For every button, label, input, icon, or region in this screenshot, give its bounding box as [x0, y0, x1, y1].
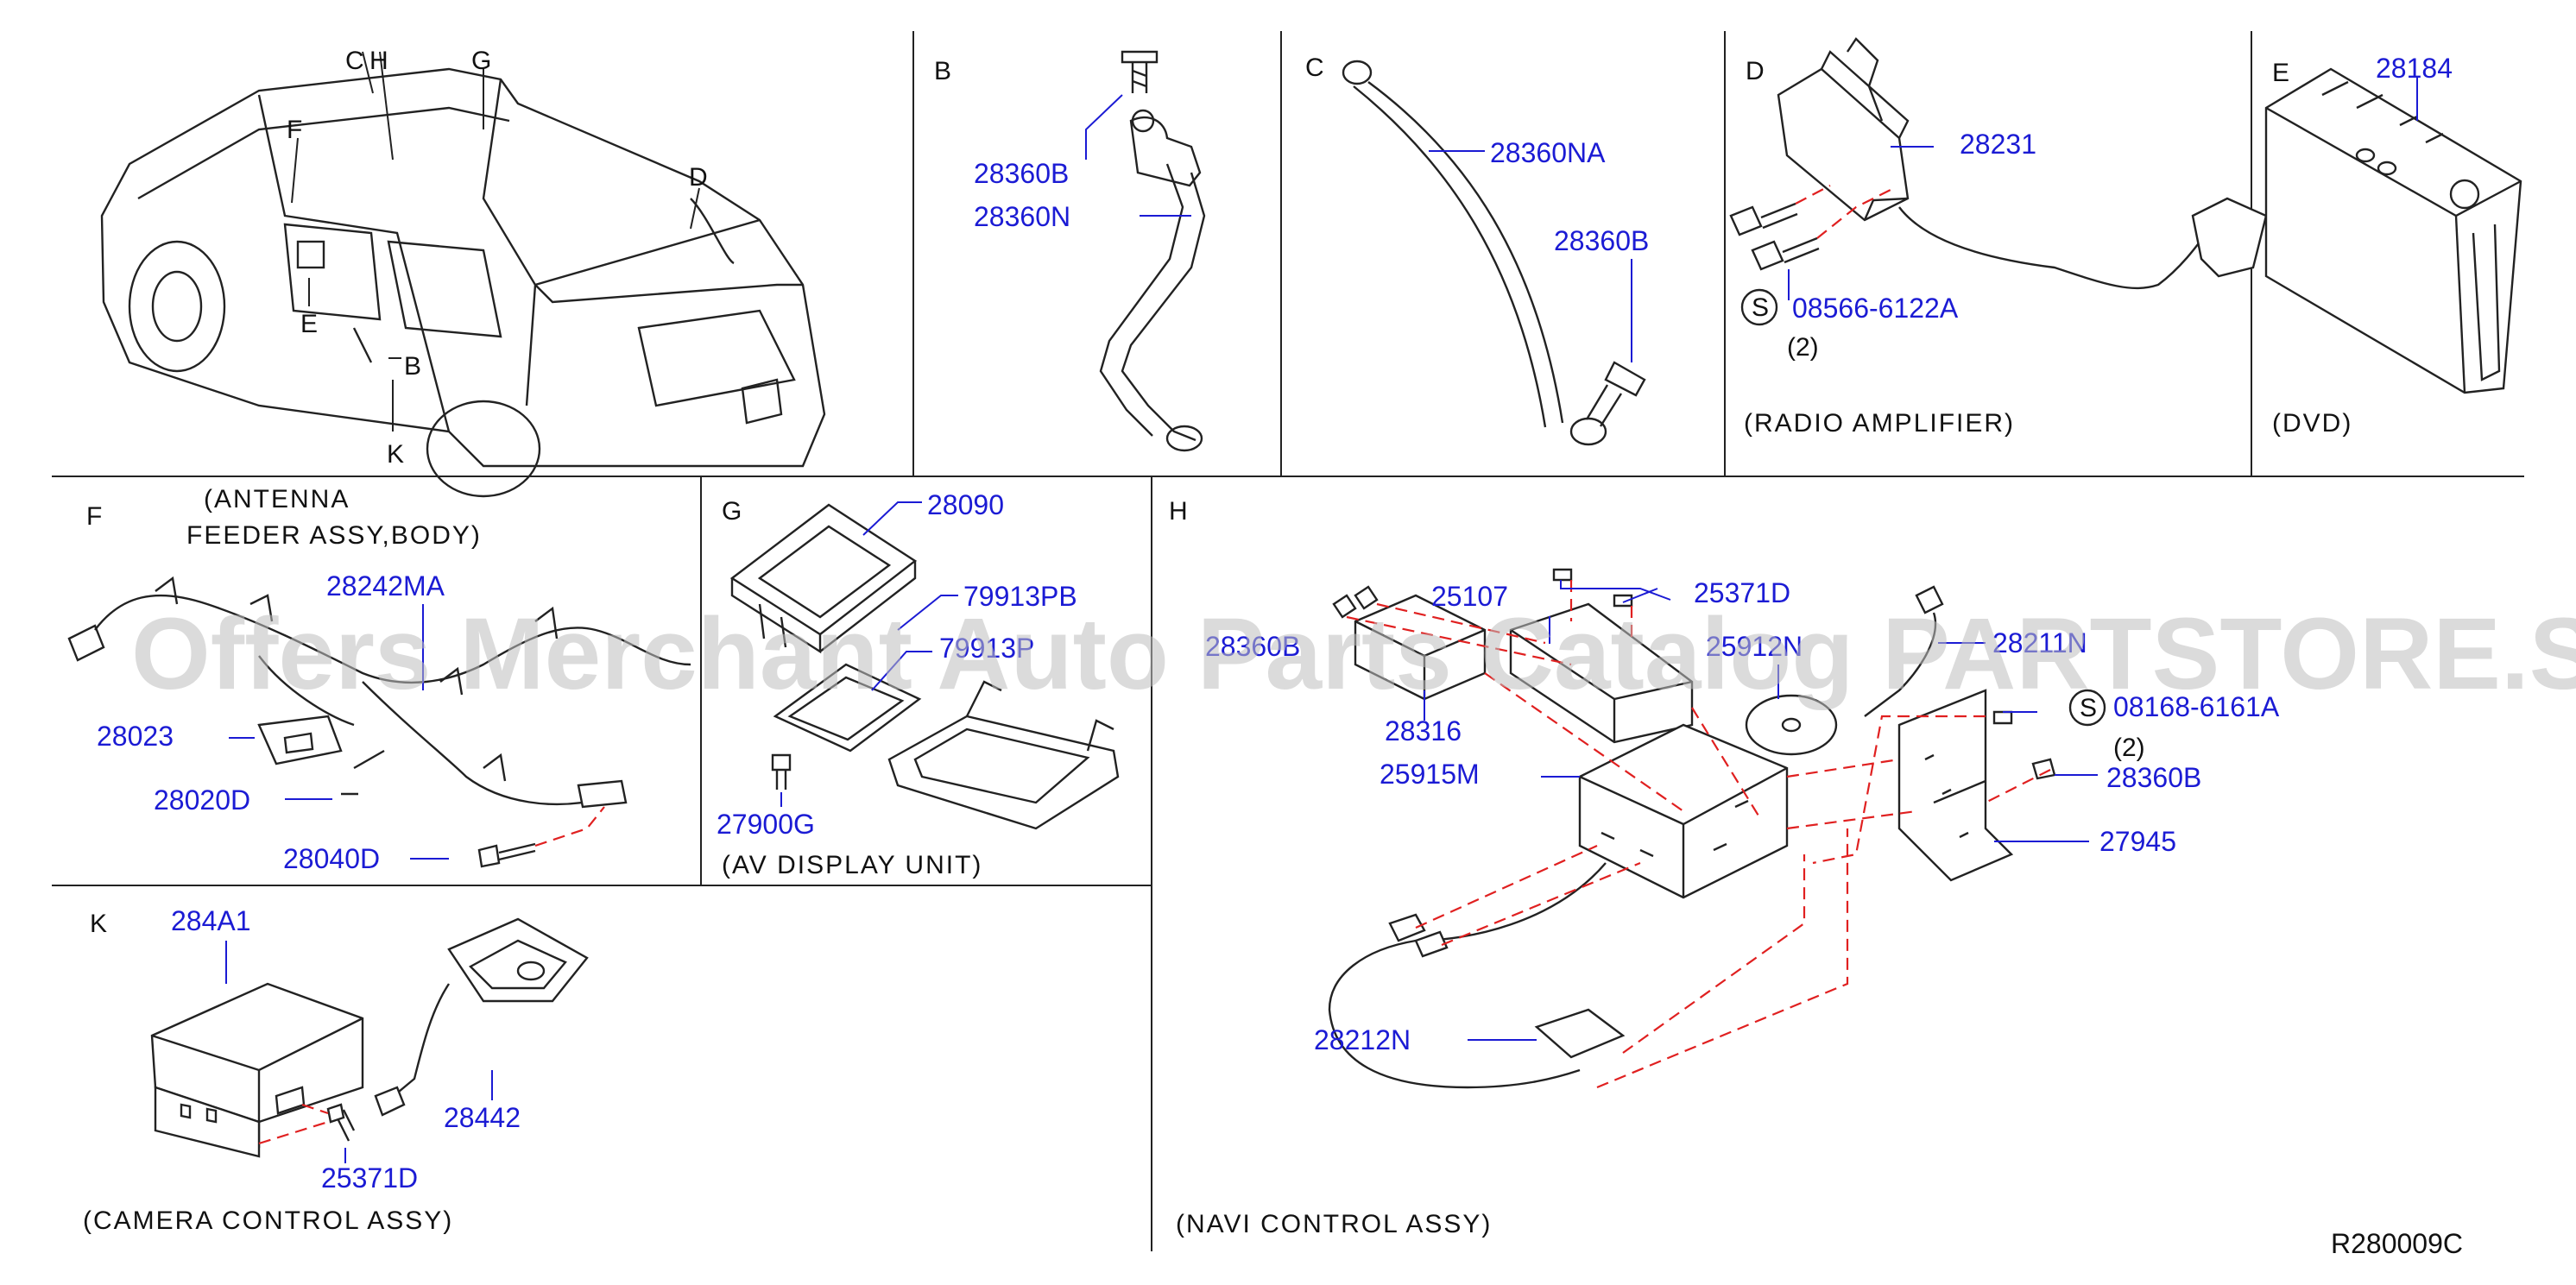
panel-f-caption-line1: (ANTENNA [204, 485, 350, 513]
part-79913pb: 79913PB [963, 581, 1077, 612]
part-28316: 28316 [1385, 715, 1462, 746]
part-28184: 28184 [2376, 53, 2453, 84]
panel-h: H [1169, 497, 2280, 1238]
overview-label-c: C [345, 47, 364, 75]
panel-b-letter: B [934, 57, 951, 85]
panel-g: G 28090 79913PB 79913P 27900G (AV DISPLA… [717, 489, 1120, 879]
panel-h-letter: H [1169, 497, 1188, 526]
panel-d-caption: (RADIO AMPLIFIER) [1744, 409, 2015, 438]
panel-d-symbol: S [1752, 293, 1769, 322]
part-28360n: 28360N [974, 201, 1070, 232]
panel-b: B 28360B 28360N [934, 50, 1206, 452]
part-28020d: 28020D [154, 784, 250, 816]
bolt-icon [1585, 361, 1646, 427]
part-27945: 27945 [2099, 826, 2176, 857]
screw-icon [771, 753, 792, 790]
overview-label-h: H [369, 47, 388, 75]
watermark-text: Offers Merchant Auto Parts Catalog PARTS… [131, 597, 2576, 711]
part-28212n: 28212N [1314, 1024, 1411, 1055]
panel-e-caption: (DVD) [2272, 409, 2352, 438]
overview-label-g: G [471, 47, 491, 75]
part-79913p: 79913P [939, 633, 1034, 664]
panel-g-letter: G [722, 497, 742, 526]
part-28360b-b: 28360B [974, 158, 1069, 189]
overview-label-b: B [404, 352, 421, 381]
panel-f-letter: F [86, 502, 102, 531]
panel-e: E 28184 (DVD) [2264, 53, 2522, 438]
part-25915m: 25915M [1380, 759, 1480, 790]
bolt-icon [1729, 202, 1798, 236]
part-28360b-h1: 28360B [1205, 631, 1300, 662]
part-25371d-k: 25371D [321, 1162, 418, 1194]
part-28040d: 28040D [283, 843, 380, 874]
part-08566-6122a: 08566-6122A [1792, 293, 1959, 324]
panel-h-caption: (NAVI CONTROL ASSY) [1176, 1210, 1492, 1238]
s-symbol-icon [1740, 288, 1778, 326]
vehicle-overview: C H G F D E B K [100, 47, 826, 498]
part-25371d-h: 25371D [1694, 577, 1790, 608]
panel-c-letter: C [1305, 54, 1324, 82]
overview-label-e: E [300, 310, 318, 338]
part-28242ma: 28242MA [326, 570, 445, 602]
part-284a1: 284A1 [171, 905, 251, 936]
panel-d: D S 28231 08566-6122A (2) (RADIO AMPLIFI… [1729, 37, 2268, 438]
panel-grid [52, 31, 2524, 1251]
panel-g-caption: (AV DISPLAY UNIT) [722, 851, 982, 879]
part-28360na: 28360NA [1490, 137, 1606, 168]
panel-h-symbol: S [2080, 694, 2097, 722]
s-symbol-icon [2068, 689, 2106, 727]
panel-f-caption-line2: FEEDER ASSY,BODY) [186, 521, 482, 550]
part-28360b-h2: 28360B [2106, 762, 2201, 793]
disc-icon [1745, 694, 1838, 756]
part-28090: 28090 [927, 489, 1004, 520]
screw-icon [1332, 568, 2056, 780]
part-28023: 28023 [97, 721, 174, 752]
panel-k-letter: K [90, 910, 107, 938]
bolt-icon [1751, 236, 1820, 271]
screw-icon [477, 842, 536, 868]
panel-h-qty: (2) [2113, 734, 2145, 762]
part-28442: 28442 [444, 1102, 521, 1133]
overview-label-k: K [387, 440, 404, 469]
part-27900g: 27900G [717, 809, 815, 840]
panel-d-qty: (2) [1787, 333, 1819, 362]
clip-icon [155, 576, 559, 782]
part-25912n: 25912N [1706, 631, 1803, 662]
part-28211n: 28211N [1992, 627, 2087, 658]
panel-f: F (ANTENNA FEEDER ASSY,BODY) 28242MA 280… [67, 485, 691, 874]
panel-e-letter: E [2272, 59, 2289, 87]
reference-code: R280009C [2331, 1228, 2463, 1259]
part-28231: 28231 [1960, 129, 2036, 160]
panel-k: K 284A1 28442 25371D (CAMERA CONTROL ASS… [83, 905, 589, 1235]
bolt-icon [1121, 50, 1159, 93]
panel-d-letter: D [1746, 57, 1765, 85]
part-25107: 25107 [1431, 581, 1508, 612]
part-08168-6161a: 08168-6161A [2113, 691, 2280, 722]
overview-label-d: D [689, 163, 708, 192]
panel-k-caption: (CAMERA CONTROL ASSY) [83, 1206, 453, 1235]
screw-icon [326, 1103, 356, 1142]
overview-label-f: F [287, 116, 302, 144]
panel-c: C 28360NA 28360B [1305, 54, 1649, 446]
part-28360b-c: 28360B [1554, 225, 1649, 256]
